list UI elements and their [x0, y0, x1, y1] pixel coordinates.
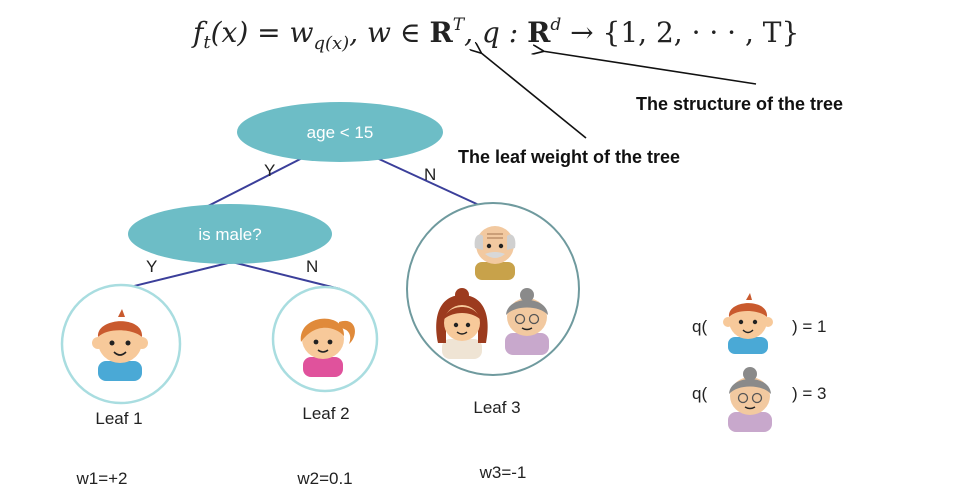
- structure-arrow: [542, 51, 757, 85]
- formula-rhs: → {1, 2, · · · , T}: [561, 16, 799, 49]
- formula-w-sub: q(x): [313, 33, 349, 54]
- formula-R1-sup: T: [453, 15, 466, 35]
- root-node-label: age < 15: [307, 123, 374, 142]
- leaf-1-weight: w1=+2: [75, 469, 127, 488]
- child-no-label: N: [306, 257, 318, 276]
- formula-R2: R: [527, 16, 551, 49]
- child-node-label: is male?: [198, 225, 261, 244]
- example-2-suffix: ) = 3: [792, 384, 827, 403]
- root-yes-label: Y: [264, 161, 275, 180]
- leaf-2-label: Leaf 2: [302, 404, 349, 423]
- leaf-3-weight: w3=-1: [479, 463, 527, 482]
- example-1-prefix: q(: [692, 317, 707, 336]
- formula-mid2: , q :: [464, 16, 527, 49]
- root-no-label: N: [424, 165, 436, 184]
- edge-child-yes: [121, 261, 233, 290]
- formula-R2-sup: d: [550, 15, 561, 35]
- example-2-prefix: q(: [692, 384, 707, 403]
- mother-icon: [436, 288, 488, 359]
- formula-R1: R: [430, 16, 454, 49]
- grandmother-icon: [505, 288, 549, 355]
- leaf-3-label: Leaf 3: [473, 398, 520, 417]
- structure-annotation: The structure of the tree: [636, 94, 843, 114]
- leaf-weight-arrow: [480, 52, 587, 139]
- example-1-boy-icon: [723, 293, 773, 354]
- formula-t: t: [203, 32, 211, 53]
- root-node: [237, 102, 443, 162]
- formula-lhs: (x) = w: [211, 16, 314, 49]
- child-node: [128, 204, 332, 264]
- leaf-weight-annotation: The leaf weight of the tree: [458, 147, 680, 167]
- example-1-suffix: ) = 1: [792, 317, 827, 336]
- leaf-2-weight: w2=0.1: [296, 469, 352, 488]
- edge-child-no: [231, 261, 341, 290]
- formula: ft(x) = wq(x), w ∈ RT, q : Rd → {1, 2, ·…: [191, 15, 799, 54]
- girl-icon: [300, 318, 355, 377]
- formula-mid: , w ∈: [349, 16, 429, 49]
- grandfather-icon: [474, 226, 516, 280]
- example-2-grandmother-icon: [728, 367, 772, 432]
- leaf-1-label: Leaf 1: [95, 409, 142, 428]
- child-yes-label: Y: [146, 257, 157, 276]
- boy-icon: [92, 309, 148, 381]
